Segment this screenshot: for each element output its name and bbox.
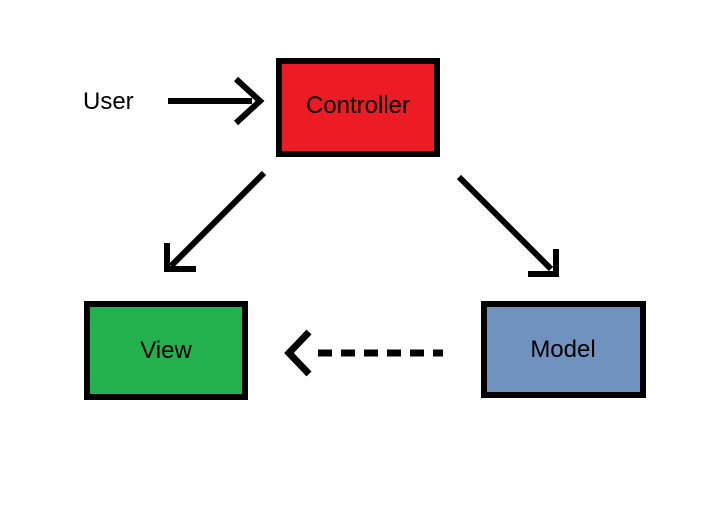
view-node: View: [84, 301, 248, 400]
controller-to-model-arrowhead-icon: [528, 249, 559, 277]
controller-label: Controller: [306, 92, 410, 119]
controller-box: [276, 58, 440, 157]
controller-node: Controller: [276, 58, 440, 157]
user-to-controller-arrowhead-icon: [233, 76, 265, 126]
controller-to-model-arrow: [456, 174, 559, 277]
model-label: Model: [530, 336, 595, 363]
model-to-view-arrowhead-icon: [284, 329, 312, 377]
user-label: User: [83, 88, 134, 115]
view-box: [84, 301, 248, 400]
controller-to-model-arrow-shaft: [456, 174, 554, 272]
user-to-controller-arrow: [168, 76, 265, 126]
controller-to-view-arrow-shaft: [168, 170, 267, 269]
model-box: [481, 301, 646, 398]
view-label: View: [140, 337, 192, 364]
model-node: Model: [481, 301, 646, 398]
controller-to-view-arrowhead-icon: [164, 243, 196, 272]
controller-to-view-arrow: [164, 170, 267, 272]
model-to-view-dashed-arrow: [284, 329, 443, 377]
